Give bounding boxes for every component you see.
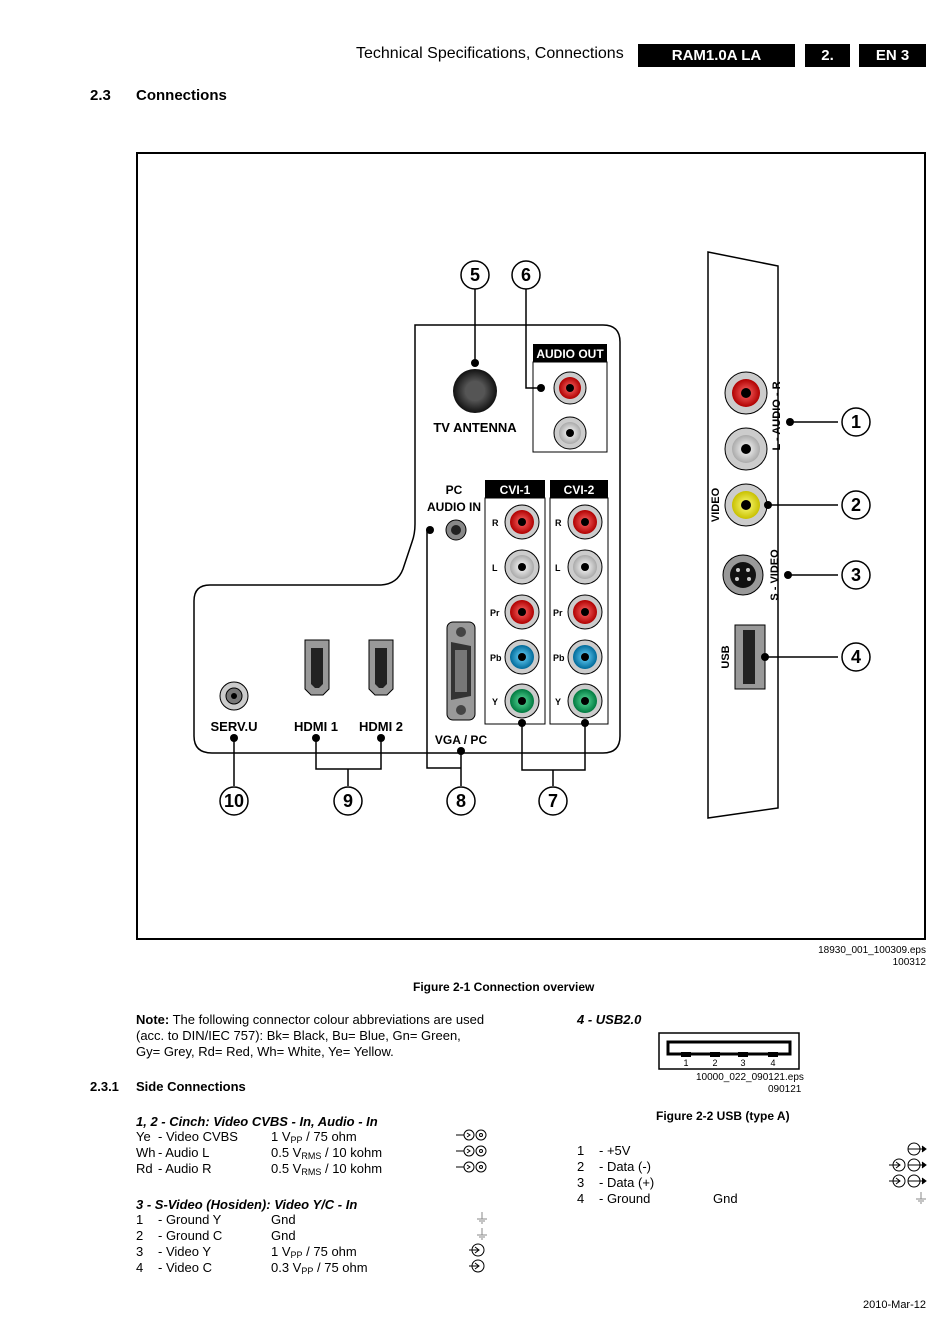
- cvi2-l-label: L: [555, 563, 561, 573]
- hdmi2-connector: [368, 639, 394, 696]
- usb-pin-4: 4: [770, 1058, 775, 1068]
- callout-2: 2: [851, 495, 861, 515]
- cvi2-jacks: [567, 504, 603, 719]
- svideo-symbols: [469, 1212, 487, 1273]
- callout-5: 5: [470, 265, 480, 285]
- note-line1: The following connector colour abbreviat…: [169, 1012, 485, 1027]
- usb-row: 2 - Data (-): [577, 1159, 651, 1174]
- callout-4: 4: [851, 647, 861, 667]
- pc-audio-in-jack: [445, 519, 467, 541]
- video-label: VIDEO: [710, 487, 722, 522]
- side-audio-r-jack: [724, 371, 768, 415]
- figure-connection-overview: TV ANTENNA AUDIO OUT PC AUDIO IN CVI-1 C…: [136, 152, 926, 940]
- audio-in-label: AUDIO IN: [427, 500, 481, 514]
- subsection-number: 2.3.1: [90, 1079, 119, 1094]
- note-paragraph: Note: The following connector colour abb…: [136, 1012, 516, 1060]
- page-badge: EN 3: [859, 44, 926, 67]
- side-s-video-jack: [722, 554, 764, 596]
- serv-u-connector: [219, 681, 249, 711]
- figure1-file-id: 18930_001_100309.eps: [818, 945, 926, 956]
- cvi1-pr-label: Pr: [490, 608, 500, 618]
- audio-out-r-jack: [553, 371, 587, 405]
- cvi1-y-label: Y: [492, 697, 498, 707]
- subsection-title: Side Connections: [136, 1079, 246, 1094]
- callout-8: 8: [456, 791, 466, 811]
- cinch-title: 1, 2 - Cinch: Video CVBS - In, Audio - I…: [136, 1114, 378, 1129]
- section-number: 2.3: [90, 87, 111, 104]
- cvi1-jacks: [504, 504, 540, 719]
- usb-caption: Figure 2-2 USB (type A): [656, 1109, 790, 1123]
- cvi2-pb-label: Pb: [553, 653, 565, 663]
- side-usb-port: [734, 624, 766, 690]
- header-title: Technical Specifications, Connections: [356, 45, 624, 62]
- note-bold: Note:: [136, 1012, 170, 1027]
- cvi1-r-label: R: [492, 518, 499, 528]
- figure1-file-date: 100312: [892, 957, 926, 968]
- usb-pin-2: 2: [712, 1058, 717, 1068]
- cvi1-label: CVI-1: [500, 483, 531, 497]
- usb-label: USB: [720, 645, 732, 668]
- cvi2-pr-label: Pr: [553, 608, 563, 618]
- callout-10: 10: [224, 791, 244, 811]
- tv-antenna-connector: [453, 289, 497, 413]
- note-line3: Gy= Grey, Rd= Red, Wh= White, Ye= Yellow…: [136, 1044, 394, 1059]
- callout-9: 9: [343, 791, 353, 811]
- figure1-caption: Figure 2-1 Connection overview: [413, 980, 595, 994]
- usb-row: 3 - Data (+): [577, 1175, 655, 1190]
- vga-pc-label: VGA / PC: [435, 733, 488, 747]
- side-video-jack: [724, 483, 768, 527]
- l-audio-r-label: L - AUDIO - R: [771, 381, 783, 450]
- usb-file-date: 090121: [768, 1084, 802, 1095]
- svideo-title: 3 - S-Video (Hosiden): Video Y/C - In: [136, 1197, 358, 1212]
- chapter-badge: 2.: [805, 44, 850, 67]
- vga-connector: [446, 621, 476, 721]
- cvi2-r-label: R: [555, 518, 562, 528]
- side-audio-l-jack: [724, 427, 768, 471]
- pc-label: PC: [446, 483, 463, 497]
- hdmi1-connector: [304, 639, 330, 696]
- tv-antenna-label: TV ANTENNA: [433, 420, 517, 435]
- usb-pin-3: 3: [740, 1058, 745, 1068]
- usb-pin-table: 1 - +5V 2 - Data (-) 3 - Data (+) 4 - Gr…: [577, 1143, 927, 1207]
- note-line2: (acc. to DIN/IEC 757): Bk= Black, Bu= Bl…: [136, 1028, 461, 1043]
- usb-row: 4 - Ground Gnd: [577, 1191, 738, 1206]
- cvi1-l-label: L: [492, 563, 498, 573]
- hdmi2-label: HDMI 2: [359, 719, 403, 734]
- s-video-label: S - VIDEO: [769, 549, 781, 601]
- usb-pin-1: 1: [683, 1058, 688, 1068]
- connection-diagram: TV ANTENNA AUDIO OUT PC AUDIO IN CVI-1 C…: [193, 251, 871, 819]
- usb-title: 4 - USB2.0: [577, 1012, 642, 1027]
- model-badge: RAM1.0A LA: [638, 44, 795, 67]
- audio-out-l-jack: [553, 416, 587, 450]
- callout-3: 3: [851, 565, 861, 585]
- footer-date: 2010-Mar-12: [863, 1299, 926, 1311]
- usb-symbols: [889, 1142, 927, 1204]
- cvi2-label: CVI-2: [564, 483, 595, 497]
- usb-row: 1 - +5V: [577, 1143, 631, 1158]
- callout-7: 7: [548, 791, 558, 811]
- serv-u-label: SERV.U: [211, 719, 258, 734]
- usb-file-id: 10000_022_090121.eps: [696, 1072, 804, 1083]
- cvi2-y-label: Y: [555, 697, 561, 707]
- section-title: Connections: [136, 87, 227, 104]
- hdmi1-label: HDMI 1: [294, 719, 338, 734]
- audio-out-label: AUDIO OUT: [536, 347, 604, 361]
- usb-type-a-diagram: 1 2 3 4: [658, 1032, 800, 1070]
- callout-6: 6: [521, 265, 531, 285]
- cvi1-pb-label: Pb: [490, 653, 502, 663]
- cinch-symbols: [456, 1129, 487, 1173]
- callout-1: 1: [851, 412, 861, 432]
